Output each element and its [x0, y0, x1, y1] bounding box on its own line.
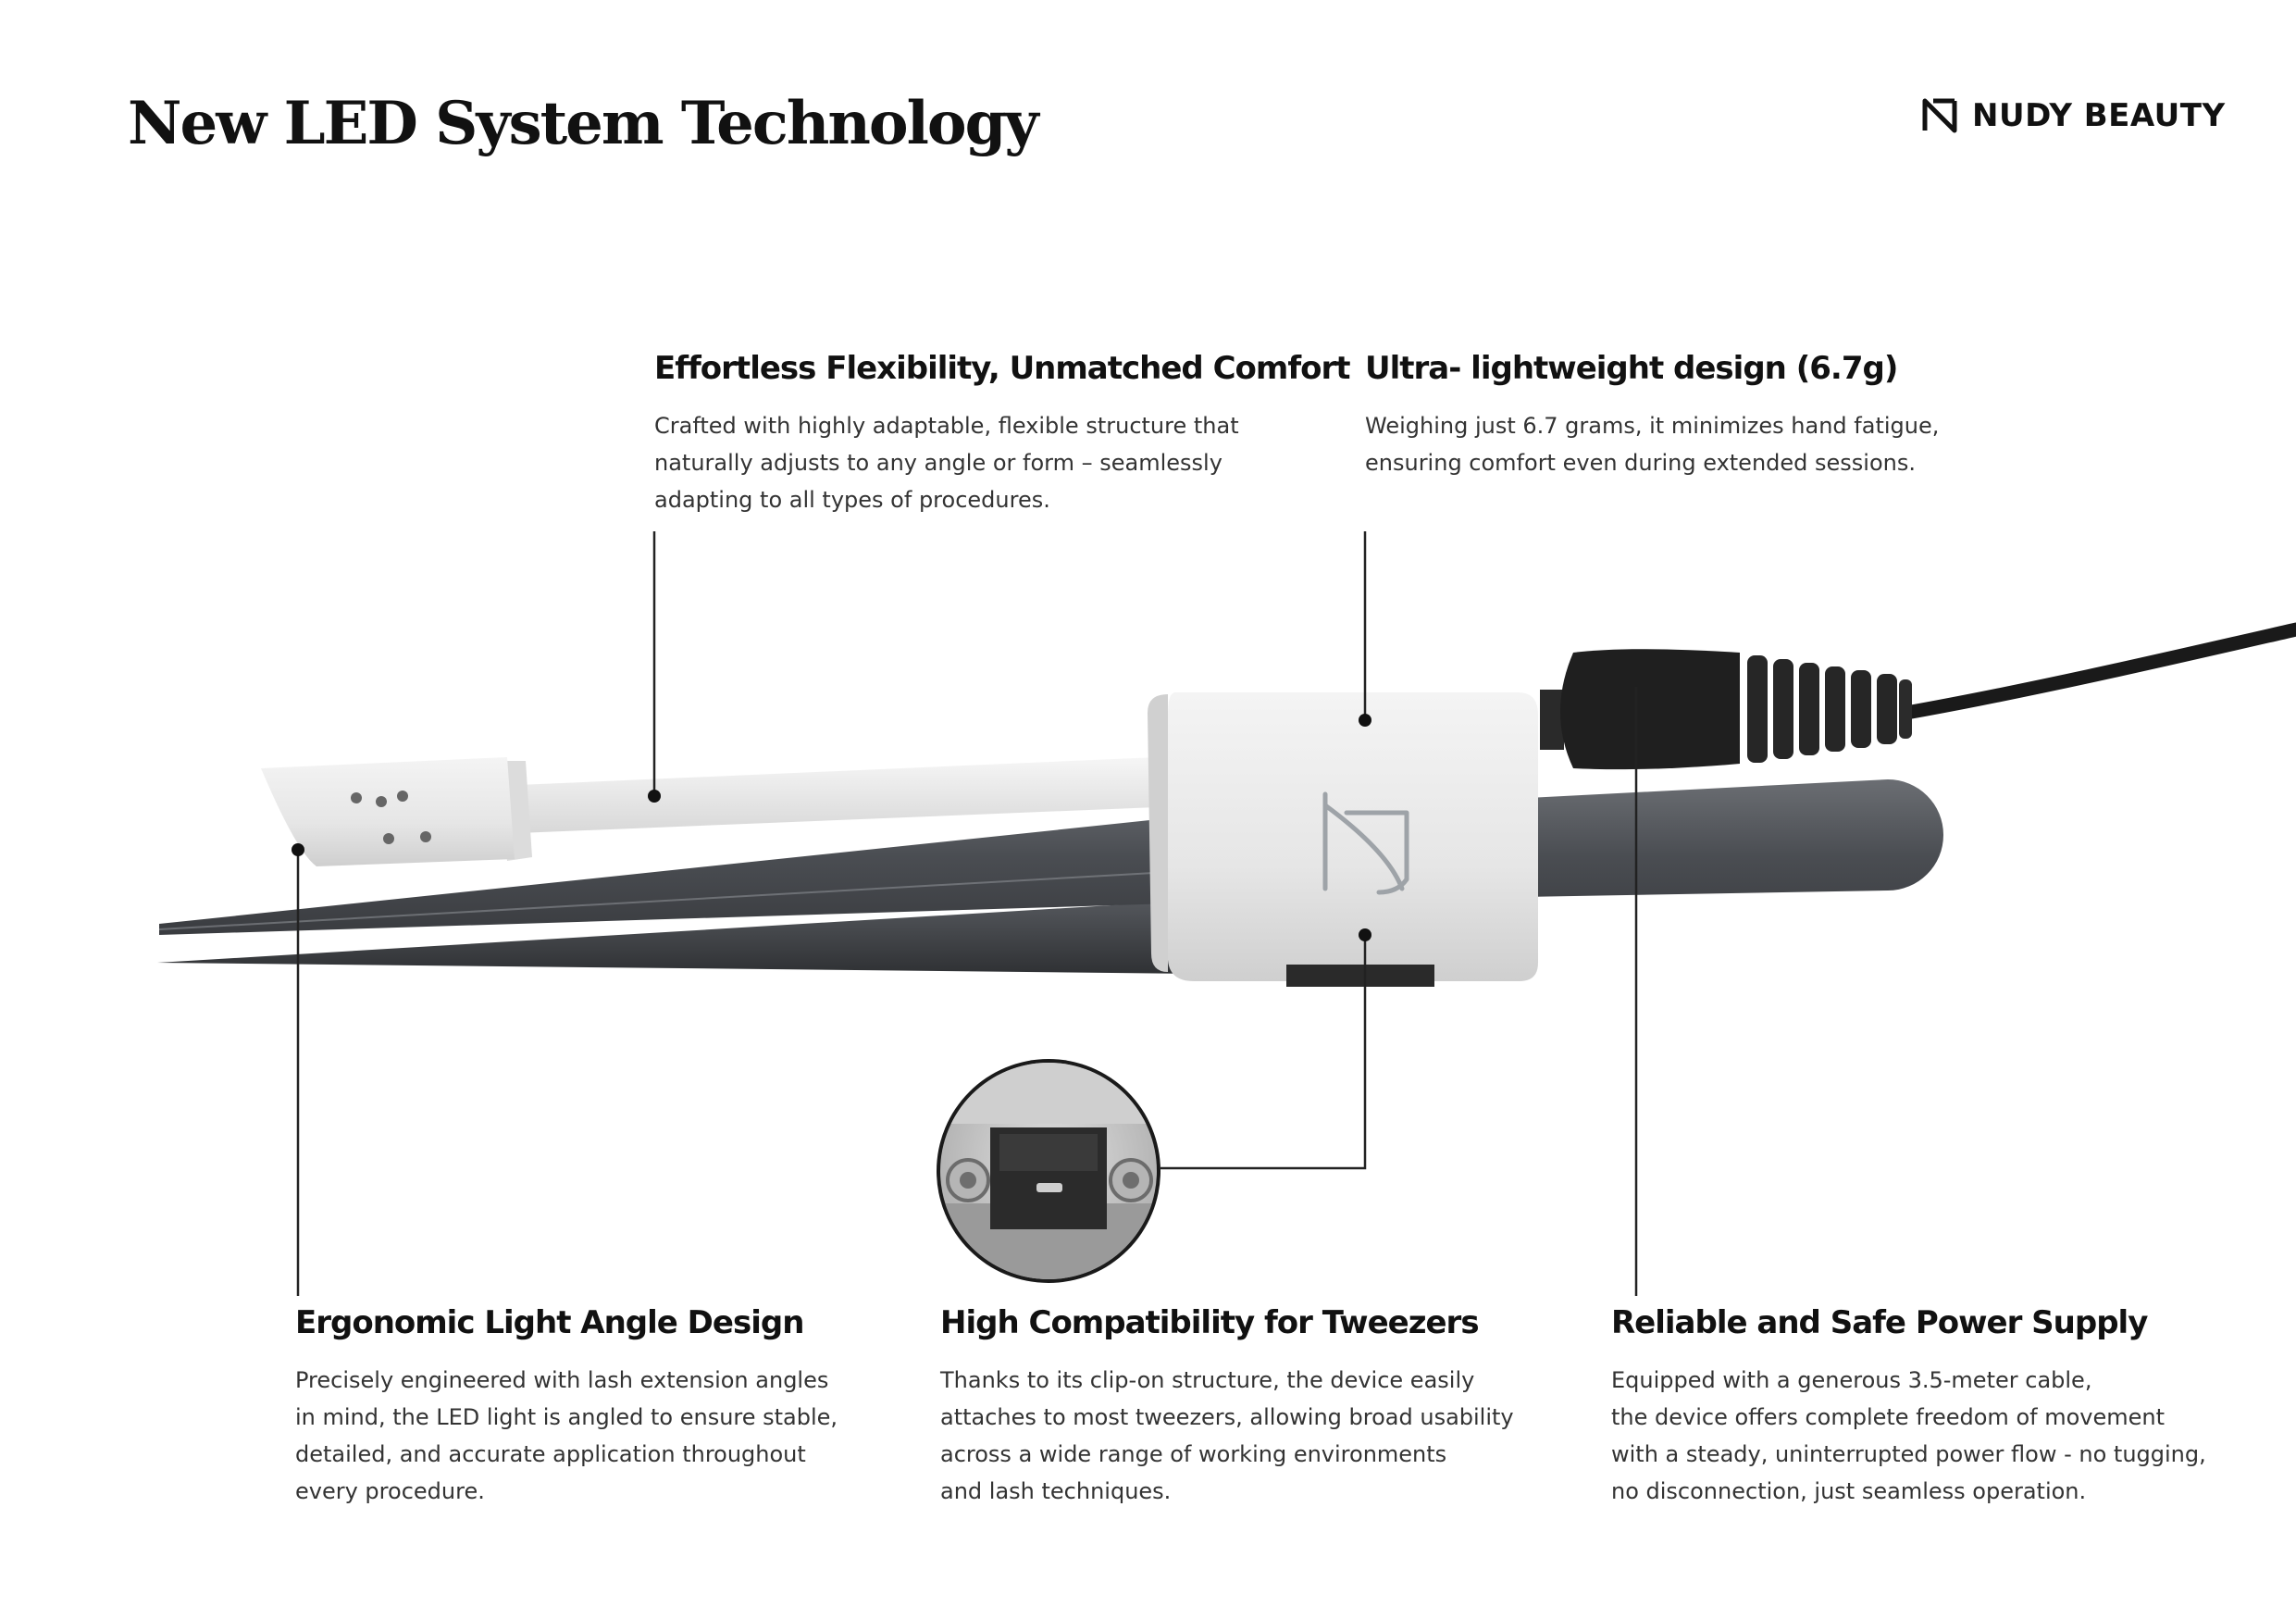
- feature-title: Reliable and Safe Power Supply: [1611, 1304, 2148, 1341]
- feature-title: High Compatibility for Tweezers: [940, 1304, 1480, 1341]
- cable-plug: [1560, 649, 1740, 770]
- feature-power: Reliable and Safe Power Supply Equipped …: [1611, 1304, 2206, 1510]
- cable-plug-neck: [1540, 690, 1564, 750]
- feature-description: Crafted with highly adaptable, flexible …: [654, 413, 1239, 513]
- clip-bottom-slot: [1286, 965, 1434, 987]
- power-cable: [1899, 622, 2296, 720]
- clip-logo-icon: [1322, 791, 1409, 895]
- usb-port-inset: [937, 1059, 1160, 1283]
- feature-ergonomic: Ergonomic Light Angle Design Precisely e…: [295, 1304, 838, 1510]
- clip-body: [1167, 692, 1538, 981]
- led-head-holes: [351, 791, 431, 844]
- feature-flexibility: Effortless Flexibility, Unmatched Comfor…: [654, 350, 1351, 518]
- feature-title: Ultra- lightweight design (6.7g): [1365, 350, 1898, 387]
- feature-title: Ergonomic Light Angle Design: [295, 1304, 804, 1341]
- feature-lightweight: Ultra- lightweight design (6.7g) Weighin…: [1365, 350, 1939, 481]
- led-arm: [518, 757, 1157, 833]
- callout-dots: [292, 714, 1371, 941]
- brand-logo: NUDY BEAUTY: [1920, 96, 2226, 135]
- page-title: New LED System Technology: [128, 89, 1039, 158]
- nb-monogram-icon: [1922, 98, 1957, 133]
- feature-title: Effortless Flexibility, Unmatched Comfor…: [654, 350, 1351, 387]
- feature-description: Precisely engineered with lash extension…: [295, 1367, 838, 1504]
- feature-compatibility: High Compatibility for Tweezers Thanks t…: [940, 1304, 1514, 1510]
- tweezer-lower-arm: [157, 900, 1203, 974]
- led-head: [261, 757, 515, 866]
- cable-plug-ridges: [1747, 655, 1912, 763]
- callout-lines: [296, 531, 1638, 1296]
- feature-description: Thanks to its clip-on structure, the dev…: [940, 1367, 1514, 1504]
- brand-name: NUDY BEAUTY: [1972, 97, 2226, 134]
- feature-description: Equipped with a generous 3.5-meter cable…: [1611, 1367, 2206, 1504]
- feature-description: Weighing just 6.7 grams, it minimizes ha…: [1365, 413, 1940, 476]
